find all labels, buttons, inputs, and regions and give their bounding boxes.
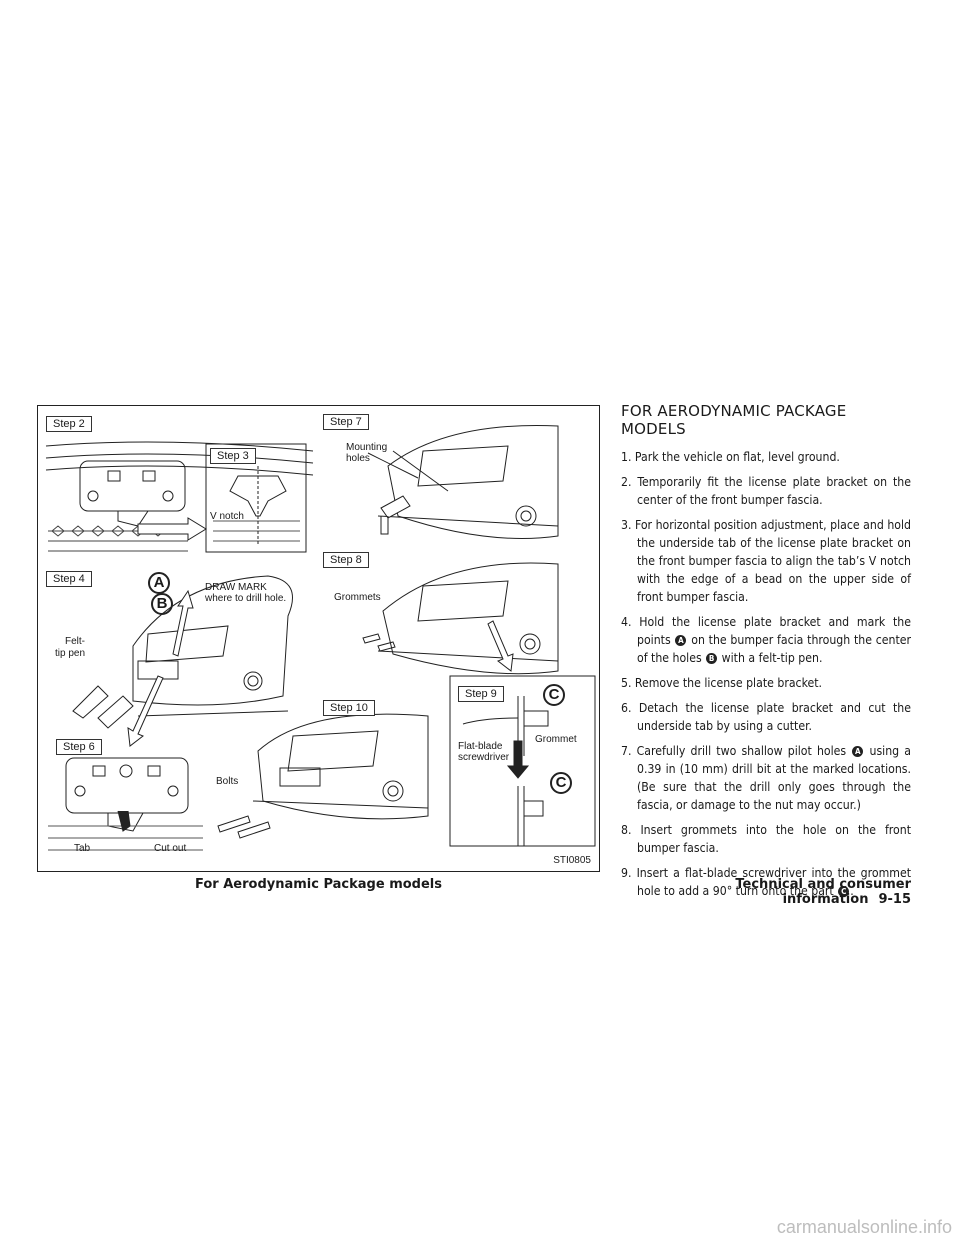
tab-label: Tab	[74, 843, 91, 854]
marker-b-figure: B	[151, 593, 173, 615]
step-item-1: 1. Park the vehicle on flat, level groun…	[621, 450, 840, 464]
watermark: carmanualsonline.info	[776, 1217, 952, 1237]
grommet-label: Grommet	[535, 734, 577, 745]
draw-mark-label: DRAW MARK	[205, 582, 267, 593]
marker-c-figure-1: C	[543, 684, 565, 706]
grommets-label: Grommets	[334, 592, 381, 603]
step-item-9: 9. Insert a flat-blade screwdriver into …	[621, 866, 911, 898]
step-item-2: 2. Temporarily fit the license plate bra…	[621, 475, 911, 507]
marker-a-icon: A	[852, 746, 864, 757]
v-notch-label: V notch	[210, 511, 244, 522]
section-title: FOR AERODYNAMIC PACKAGE MODELS	[621, 402, 847, 438]
flat-blade-label-1: Flat-blade	[458, 741, 503, 752]
bolts-label: Bolts	[216, 776, 239, 787]
step-6-label: Step 6	[56, 739, 102, 755]
step-2-label: Step 2	[46, 416, 92, 432]
step-3-label: Step 3	[210, 448, 256, 464]
step-10-label: Step 10	[323, 700, 375, 716]
step-item-6: 6. Detach the license plate bracket and …	[621, 701, 911, 733]
step-8-label: Step 8	[323, 552, 369, 568]
installation-figure: Step 2 Step 3 Step 4 Step 6 Step 7 Step …	[37, 405, 600, 872]
steps-list: 1. Park the vehicle on flat, level groun…	[621, 448, 911, 900]
step-item-7: 7. Carefully drill two shallow pilot hol…	[621, 744, 912, 812]
felt-tip-label-2: tip pen	[55, 648, 86, 659]
marker-a-icon: A	[675, 635, 687, 646]
flat-blade-label-2: screwdriver	[458, 752, 510, 763]
step-item-5: 5. Remove the license plate bracket.	[621, 676, 823, 690]
figure-caption: For Aerodynamic Package models	[195, 877, 442, 892]
draw-mark-sub-label: where to drill hole.	[205, 593, 287, 604]
marker-c-icon: C	[838, 886, 850, 897]
mounting-label-2: holes	[346, 453, 370, 464]
felt-tip-label-1: Felt-	[65, 636, 85, 647]
mounting-label-1: Mounting	[346, 442, 388, 453]
marker-c-figure-2: C	[550, 772, 572, 794]
step-item-4: 4. Hold the license plate bracket and ma…	[621, 615, 912, 665]
step-item-3: 3. For horizontal position adjustment, p…	[621, 518, 911, 604]
instructions-section: FOR AERODYNAMIC PACKAGE MODELS 1. Park t…	[621, 402, 911, 907]
step-item-8: 8. Insert grommets into the hole on the …	[621, 823, 911, 855]
footer-title: Technical and consumer information	[735, 877, 911, 907]
figure-code: STI0805	[553, 855, 591, 866]
step-4-label: Step 4	[46, 571, 92, 587]
page-number: 9-15	[878, 892, 911, 907]
step-9-label: Step 9	[458, 686, 504, 702]
figure-drawing	[45, 425, 596, 851]
marker-a-figure: A	[148, 572, 170, 594]
step-7-label: Step 7	[323, 414, 369, 430]
marker-b-icon: B	[706, 653, 718, 664]
cut-out-label: Cut out	[154, 843, 187, 854]
